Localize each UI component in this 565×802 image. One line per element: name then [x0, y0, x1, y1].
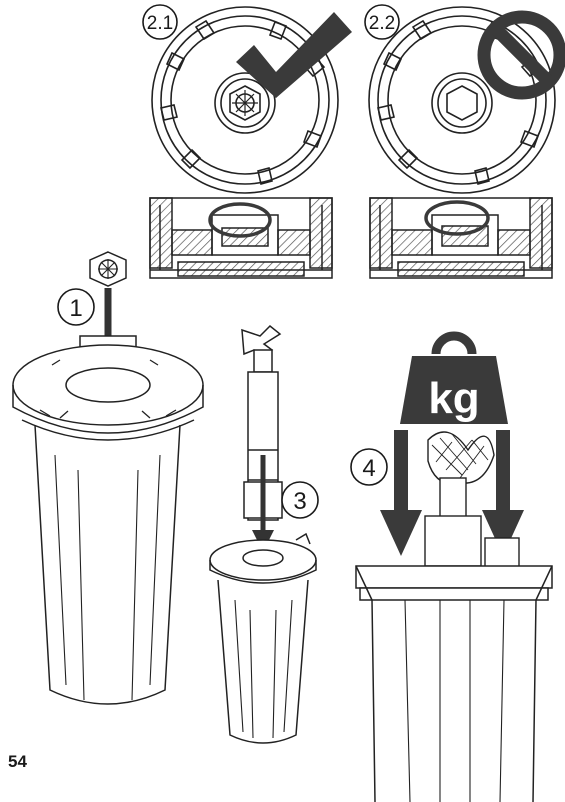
- step-3-marker: 3: [281, 481, 319, 519]
- step-2-1-marker: 2.1: [142, 4, 178, 40]
- check-icon: [236, 12, 352, 98]
- page-number: 54: [8, 752, 27, 771]
- step-1-label: 1: [69, 295, 82, 322]
- disc-top-view-correct: [151, 6, 339, 194]
- highlight-ring-correct: [208, 202, 272, 238]
- panel-2-2: 2.2: [364, 4, 565, 279]
- disc-top-view-incorrect: [368, 6, 556, 194]
- step-2-2-label: 2.2: [369, 13, 395, 34]
- large-container: [12, 335, 204, 705]
- weight-label: kg: [428, 374, 479, 423]
- step-2-1-label: 2.1: [147, 13, 173, 34]
- cross-section-incorrect: [369, 197, 553, 279]
- step-4-marker: 4: [350, 448, 388, 486]
- hex-adapter-part: [89, 251, 127, 287]
- highlight-ring-incorrect: [424, 200, 490, 236]
- step-3-label: 3: [293, 488, 306, 515]
- weight-icon: kg: [400, 331, 508, 424]
- step-1-marker: 1: [57, 288, 95, 326]
- pressed-container: [355, 565, 553, 802]
- step-4-label: 4: [362, 455, 375, 482]
- blade-top: [424, 431, 520, 569]
- step-3-figure: 3: [209, 324, 319, 744]
- step-1-figure: 1: [12, 251, 204, 705]
- step-4-figure: kg 4: [350, 331, 553, 802]
- press-arrows: [380, 430, 524, 556]
- step-2-2-marker: 2.2: [364, 4, 400, 40]
- panel-2-1: 2.1: [142, 4, 352, 279]
- small-container: [209, 532, 317, 744]
- cross-section-correct: [149, 197, 333, 279]
- prohibited-icon: [477, 10, 565, 100]
